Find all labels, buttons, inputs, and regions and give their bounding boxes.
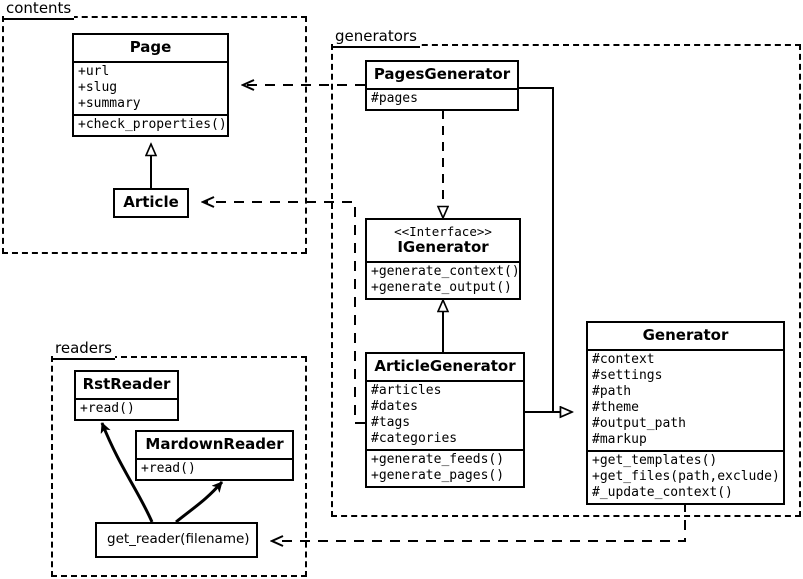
class-articlegenerator-operations: +generate_feeds() +generate_pages() bbox=[367, 449, 523, 486]
attribute-pages: #pages bbox=[371, 91, 418, 106]
class-generator-attributes: #context #settings #path #theme #output_… bbox=[588, 349, 783, 450]
class-article[interactable]: Article bbox=[113, 188, 189, 218]
class-igenerator-name: IGenerator bbox=[397, 238, 489, 256]
operation-get-files: +get_files(path,exclude) bbox=[592, 469, 780, 484]
attribute-output-path: #output_path bbox=[592, 416, 686, 431]
class-articlegenerator-title: ArticleGenerator bbox=[374, 357, 516, 375]
class-page-title: Page bbox=[129, 38, 172, 56]
class-rstreader-title: RstReader bbox=[82, 375, 171, 393]
package-contents bbox=[2, 16, 307, 254]
operation-generate-pages: +generate_pages() bbox=[371, 468, 505, 483]
class-pagesgenerator-attributes: #pages bbox=[367, 88, 517, 109]
class-pagesgenerator-title: PagesGenerator bbox=[373, 65, 511, 83]
attribute-path: #path bbox=[592, 384, 632, 399]
operation-rstreader-read: +read() bbox=[80, 401, 135, 416]
class-page-attributes: +url +slug +summary bbox=[74, 61, 227, 114]
attribute-categories: #categories bbox=[371, 431, 458, 446]
attribute-context: #context bbox=[592, 352, 655, 367]
attribute-summary: +summary bbox=[78, 96, 141, 111]
operation-check-properties: +check_properties() bbox=[78, 117, 227, 132]
attribute-markup: #markup bbox=[592, 432, 647, 447]
attribute-theme: #theme bbox=[592, 400, 639, 415]
attribute-tags: #tags bbox=[371, 415, 411, 430]
attribute-settings: #settings bbox=[592, 368, 663, 383]
attribute-slug: +slug bbox=[78, 80, 118, 95]
class-generator[interactable]: Generator #context #settings #path #them… bbox=[586, 321, 785, 505]
class-rstreader[interactable]: RstReader +read() bbox=[74, 370, 179, 421]
class-page-operations: +check_properties() bbox=[74, 114, 227, 135]
operation-generate-output: +generate_output() bbox=[371, 280, 512, 295]
class-igenerator-operations: +generate_context() +generate_output() bbox=[367, 261, 520, 298]
operation-mardownreader-read: +read() bbox=[141, 461, 196, 476]
class-generator-title: Generator bbox=[642, 326, 729, 344]
function-get-reader[interactable]: get_reader(filename) bbox=[95, 522, 258, 558]
package-readers-label: readers bbox=[53, 340, 115, 360]
class-article-title: Article bbox=[123, 193, 179, 211]
class-igenerator-stereotype: <<Interface>> bbox=[394, 224, 492, 239]
package-generators-label: generators bbox=[333, 28, 420, 48]
package-contents-label: contents bbox=[4, 0, 75, 20]
operation-generate-feeds: +generate_feeds() bbox=[371, 452, 505, 467]
class-rstreader-operations: +read() bbox=[76, 398, 177, 419]
package-readers bbox=[51, 356, 307, 577]
class-articlegenerator[interactable]: ArticleGenerator #articles #dates #tags … bbox=[365, 352, 525, 488]
operation-generate-context: +generate_context() bbox=[371, 264, 520, 279]
class-mardownreader-title: MardownReader bbox=[145, 435, 284, 453]
class-page[interactable]: Page +url +slug +summary +check_properti… bbox=[72, 33, 229, 137]
class-articlegenerator-attributes: #articles #dates #tags #categories bbox=[367, 380, 523, 449]
class-mardownreader-operations: +read() bbox=[137, 458, 292, 479]
attribute-dates: #dates bbox=[371, 399, 418, 414]
function-get-reader-label: get_reader(filename) bbox=[107, 531, 250, 547]
class-igenerator[interactable]: <<Interface>> IGenerator +generate_conte… bbox=[365, 218, 521, 300]
operation-update-context: #_update_context() bbox=[592, 485, 733, 500]
class-mardownreader[interactable]: MardownReader +read() bbox=[135, 430, 294, 481]
class-pagesgenerator[interactable]: PagesGenerator #pages bbox=[365, 60, 519, 111]
class-igenerator-title: <<Interface>> IGenerator bbox=[367, 220, 519, 261]
operation-get-templates: +get_templates() bbox=[592, 453, 718, 468]
class-generator-operations: +get_templates() +get_files(path,exclude… bbox=[588, 450, 783, 503]
attribute-articles: #articles bbox=[371, 383, 442, 398]
attribute-url: +url bbox=[78, 64, 110, 79]
